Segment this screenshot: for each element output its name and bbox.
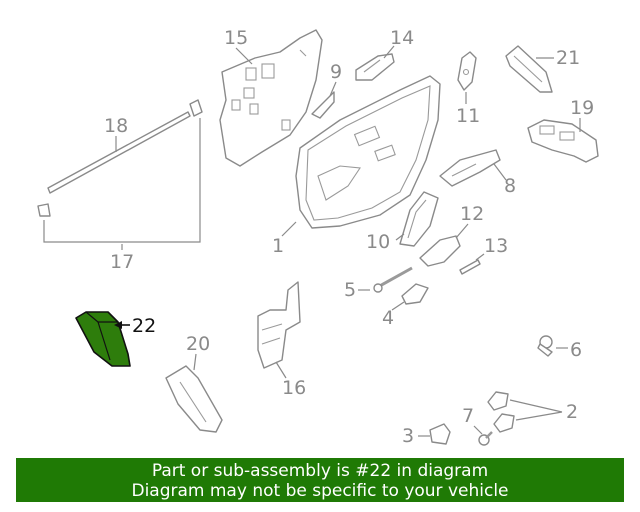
callout-12: 12 [460, 203, 484, 225]
callout-9: 9 [330, 61, 342, 83]
part-12-cover [419, 235, 461, 267]
callout-22: 22 [132, 315, 156, 337]
part-7-screw [478, 431, 493, 446]
callout-6: 6 [570, 339, 582, 361]
callout-5: 5 [344, 279, 356, 301]
callout-10: 10 [366, 231, 390, 253]
part-14-switch-bezel [355, 53, 395, 81]
callout-1: 1 [272, 235, 284, 257]
part-16-bracket [257, 281, 301, 369]
banner-line-1: Part or sub-assembly is #22 in diagram [151, 461, 489, 481]
part-3-knob [429, 423, 451, 445]
callout-14: 14 [390, 27, 414, 49]
part-10-grille [399, 191, 439, 247]
part-4-clip [401, 283, 429, 305]
part-2-clips [487, 391, 515, 433]
callout-11: 11 [456, 105, 480, 127]
callout-3: 3 [402, 425, 414, 447]
callout-21: 21 [556, 47, 580, 69]
part-13-pin [459, 259, 481, 275]
part-6-fastener [537, 335, 553, 357]
part-19-switch-assembly [527, 119, 599, 163]
callout-8: 8 [504, 175, 516, 197]
callout-17: 17 [110, 251, 134, 273]
callout-15: 15 [224, 27, 248, 49]
part-8-handle-bracket [439, 149, 501, 187]
part-20-armrest [165, 365, 223, 433]
part-22-highlighted [75, 311, 131, 367]
callout-16: 16 [282, 377, 306, 399]
callout-18: 18 [104, 115, 128, 137]
callout-13: 13 [484, 235, 508, 257]
callout-20: 20 [186, 333, 210, 355]
info-banner: Part or sub-assembly is #22 in diagram D… [16, 458, 624, 502]
banner-line-2: Diagram may not be specific to your vehi… [131, 481, 509, 501]
part-1-door-trim-panel [295, 75, 441, 229]
callout-7: 7 [462, 405, 474, 427]
part-9-pull-trim [311, 91, 335, 119]
callout-19: 19 [570, 97, 594, 119]
part-18-weatherstrip [47, 111, 191, 194]
parts-diagram: 15 14 9 1 11 21 19 [37, 27, 599, 447]
part-11-trim-plate [457, 51, 477, 91]
part-15-insulator [219, 29, 323, 167]
part-17-end-cap-right [189, 99, 203, 117]
callout-2: 2 [566, 401, 578, 423]
callout-4: 4 [382, 307, 394, 329]
part-17-end-cap-left [37, 203, 51, 217]
part-21-bezel [505, 45, 553, 93]
part-5-screw [373, 266, 413, 293]
